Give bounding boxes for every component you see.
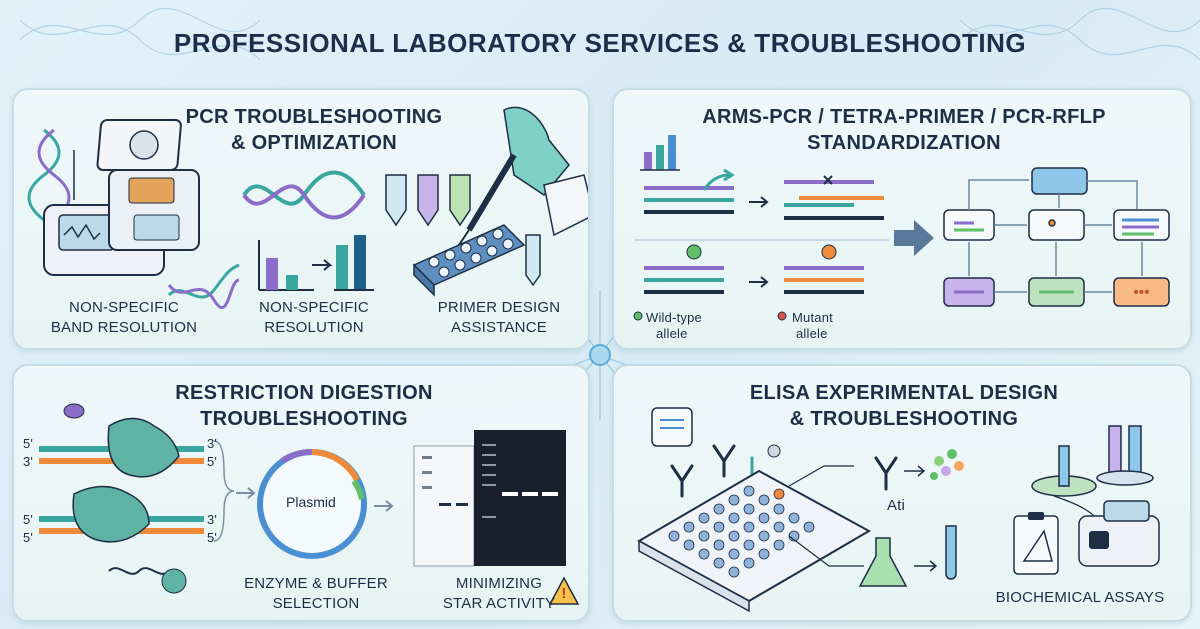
- end-label-8: 5': [206, 530, 218, 545]
- pcr-title-line1: PCR TROUBLESHOOTING: [185, 106, 443, 128]
- molecule-cluster-icon: [930, 449, 964, 480]
- label-star-activity-line2: STAR ACTIVITY: [442, 595, 556, 612]
- flowchart-diagram: [943, 167, 1170, 307]
- dna-strand-icon: [242, 170, 366, 220]
- pcr-title-line2: & OPTIMIZATION: [230, 132, 398, 154]
- enzyme-dna-middle: [39, 485, 204, 543]
- allele-diagram: [644, 244, 864, 294]
- arms-title-line2: STANDARDIZATION: [807, 132, 1001, 154]
- elisa-title-line2: & TROUBLESHOOTING: [789, 408, 1019, 430]
- tubes-icon: [385, 174, 471, 227]
- end-label-7: 5': [22, 530, 34, 545]
- label-enzyme-line2: SELECTION: [272, 595, 360, 612]
- label-primer-design-line2: ASSISTANCE: [451, 319, 547, 336]
- end-label-6: 3': [206, 512, 218, 527]
- mutant-dot: [777, 311, 787, 321]
- document-icon: [651, 407, 693, 447]
- label-band-resolution-line2: BAND RESOLUTION: [50, 319, 198, 336]
- plasmid-label: Plasmid: [286, 494, 336, 510]
- panel-pcr-troubleshooting: PCR TROUBLESHOOTING & OPTIMIZATION: [12, 88, 590, 350]
- enzyme-small: [108, 567, 187, 594]
- flow-more-dots: •••: [1133, 284, 1150, 301]
- end-label-2: 3': [206, 436, 218, 451]
- clipboard-icon: [1013, 512, 1059, 575]
- flask-icon: [858, 537, 908, 587]
- mutant-label-line1: Mutant: [792, 310, 833, 325]
- antibody-large-icon: [874, 456, 898, 491]
- antibody-label: Ati: [886, 497, 906, 514]
- restriction-title-line1: RESTRICTION DIGESTION: [175, 382, 433, 404]
- thermocycler-icon: [43, 119, 200, 276]
- gel-image-dark: [474, 430, 566, 566]
- panel-arms-pcr: ARMS-PCR / TETRA-PRIMER / PCR-RFLP STAND…: [612, 88, 1192, 350]
- wildtype-label-line1: Wild-type: [646, 310, 702, 325]
- enzyme-dna-top: [39, 403, 204, 478]
- panel-restriction-digestion: RESTRICTION DIGESTION TROUBLESHOOTING: [12, 364, 590, 622]
- flow-arrow-icon: [894, 220, 934, 256]
- end-label-3: 3': [22, 454, 34, 469]
- restriction-title-line2: TROUBLESHOOTING: [200, 408, 408, 430]
- label-band-resolution-line1: NON-SPECIFIC: [69, 299, 179, 316]
- arms-title-line1: ARMS-PCR / TETRA-PRIMER / PCR-RFLP: [702, 106, 1106, 128]
- bar-chart-icon: [258, 235, 374, 291]
- end-label-4: 5': [206, 454, 218, 469]
- primer-binding-diagram: [644, 168, 884, 220]
- microplate-icon: [636, 469, 872, 613]
- wildtype-label-line2: allele: [656, 326, 688, 341]
- gel-image-light: [413, 445, 475, 567]
- panel-elisa: ELISA EXPERIMENTAL DESIGN & TROUBLESHOOT…: [612, 364, 1192, 622]
- label-star-activity-line1: MINIMIZING: [455, 575, 543, 592]
- page-title: PROFESSIONAL LABORATORY SERVICES & TROUB…: [173, 28, 1027, 58]
- end-label-5: 5': [22, 512, 34, 527]
- label-primer-design-line1: PRIMER DESIGN: [437, 299, 561, 316]
- test-tube-icon: [945, 525, 957, 580]
- small-dna-icon: [167, 263, 240, 310]
- pipette-icon: [458, 106, 588, 246]
- elisa-title-line1: ELISA EXPERIMENTAL DESIGN: [749, 382, 1059, 404]
- mini-bar-chart-icon: [640, 135, 680, 171]
- mutant-label-line2: allele: [796, 326, 828, 341]
- network-hub: [589, 344, 611, 366]
- warning-icon: [548, 576, 580, 605]
- label-biochemical-assays: BIOCHEMICAL ASSAYS: [995, 589, 1165, 606]
- spectrophotometer-icon: [1078, 500, 1160, 567]
- label-resolution-line2: RESOLUTION: [264, 319, 364, 336]
- wildtype-dot: [633, 311, 643, 321]
- warning-symbol: !: [561, 585, 567, 602]
- plasmid-diagram: [257, 448, 367, 559]
- label-resolution-line1: NON-SPECIFIC: [259, 299, 369, 316]
- end-label-1: 5': [22, 436, 34, 451]
- label-enzyme-line1: ENZYME & BUFFER: [244, 575, 388, 592]
- test-tube-rack-icon: [1031, 425, 1154, 497]
- tube-rack-icon: [412, 224, 541, 297]
